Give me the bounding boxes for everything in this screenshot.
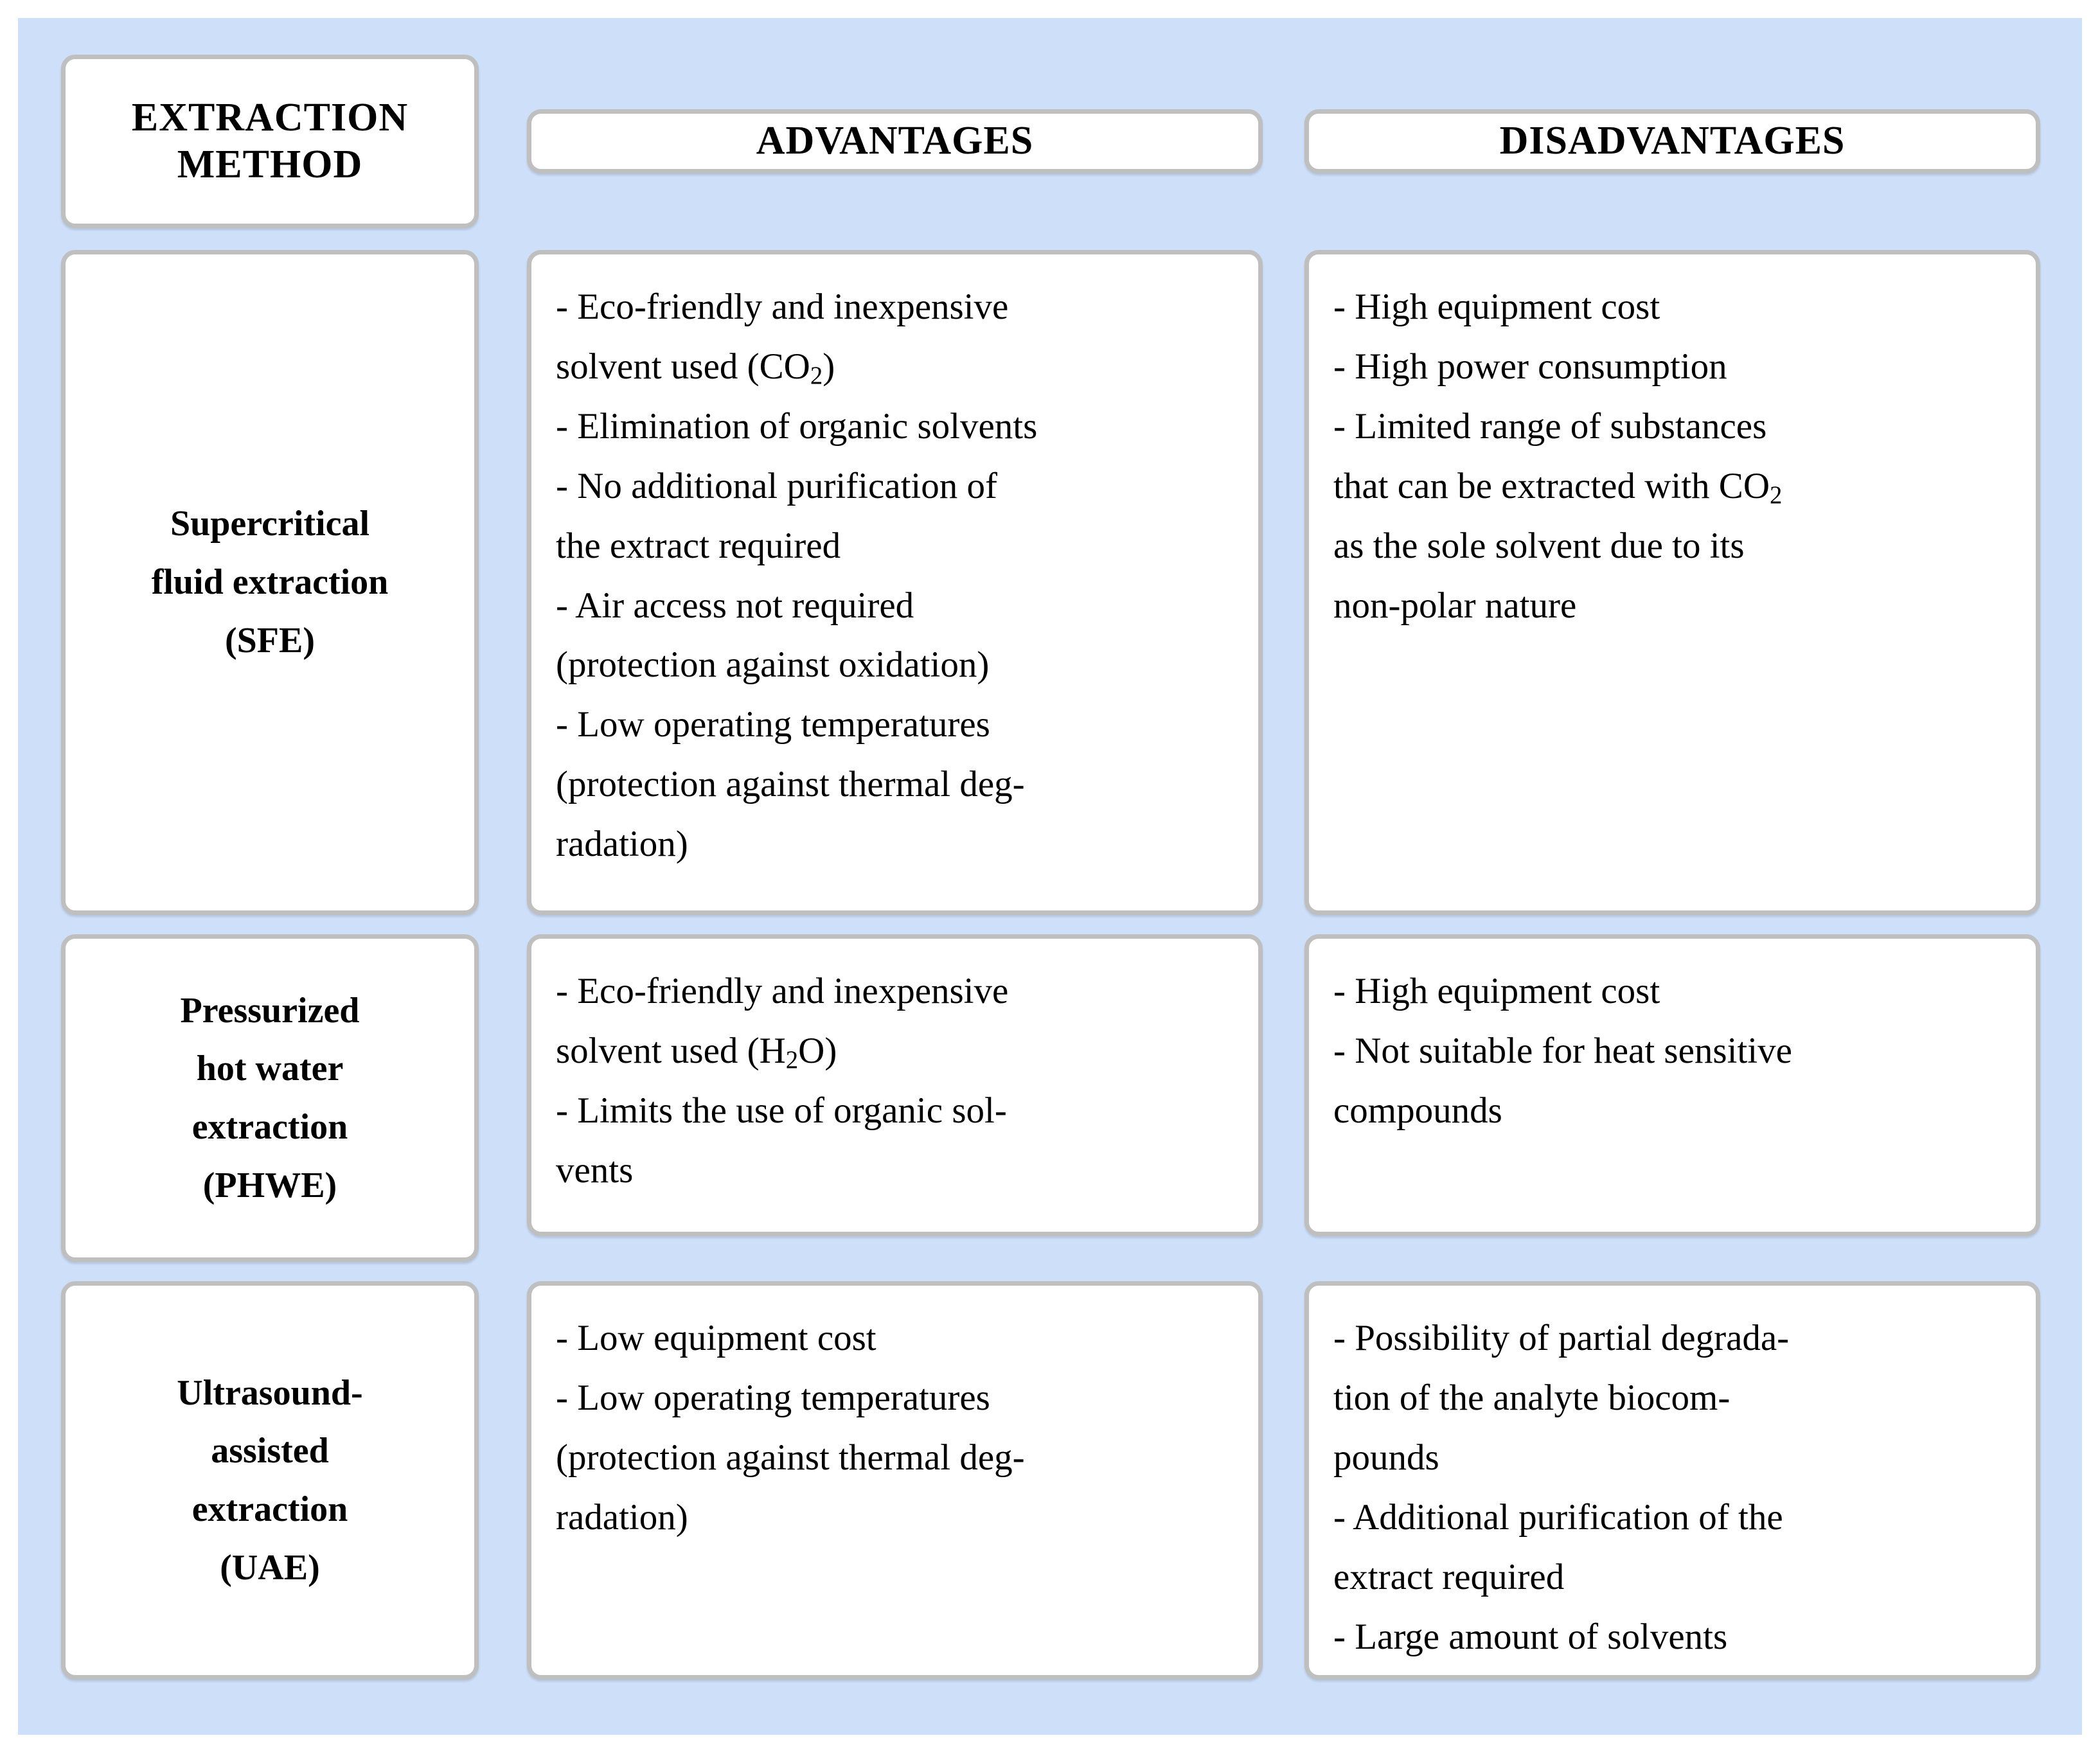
header-label-disadvantages: DISADVANTAGES: [1499, 119, 1846, 163]
bullet-line: (protection against thermal deg-: [556, 764, 1025, 805]
bullet-line: - Eco-friendly and inexpensive: [556, 287, 1009, 327]
bullet-line: solvent used (H2O): [556, 1030, 837, 1074]
bullet-line: compounds: [1333, 1090, 1502, 1131]
column-gap-2: [1263, 55, 1304, 228]
header-cell-disadvantages: DISADVANTAGES: [1304, 109, 2040, 173]
column-gap-1b: [479, 250, 527, 915]
bullet-line: the extract required: [556, 525, 841, 566]
row-gap-2: [61, 1262, 2040, 1281]
column-gap-2c: [1263, 934, 1304, 1262]
bullet-line: as the sole solvent due to its: [1333, 525, 1745, 566]
bullet-line: - High equipment cost: [1333, 971, 1660, 1011]
table-row-3-advantages-cell: - Low equipment cost - Low operating temp…: [527, 1281, 1263, 1680]
bullet-line: - High equipment cost: [1333, 287, 1660, 327]
bullet-line: (protection against oxidation): [556, 644, 990, 686]
table-row-1-disadvantages-cell: - High equipment cost - High power consum…: [1304, 250, 2040, 915]
bullet-line: - Additional purification of the: [1333, 1496, 1783, 1538]
header-cell-advantages: ADVANTAGES: [527, 109, 1263, 173]
column-gap-1: [479, 55, 527, 228]
bullet-line: - Low equipment cost: [556, 1318, 876, 1358]
bullet-line: vents: [556, 1149, 634, 1191]
row-gap-header: [61, 228, 2040, 250]
bullet-line: radation): [556, 1496, 688, 1538]
table-row-1-advantages-cell: - Eco-friendly and inexpensive solvent us…: [527, 250, 1263, 915]
bullet-line: non-polar nature: [1333, 585, 1577, 626]
column-gap-1d: [479, 1281, 527, 1680]
bullet-line: - No additional purification of: [556, 465, 997, 506]
bullet-line: - Eco-friendly and inexpensive: [556, 971, 1009, 1011]
column-gap-2d: [1263, 1281, 1304, 1680]
bullet-line: extract required: [1333, 1556, 1565, 1597]
table-row-3-disadvantages-cell: - Possibility of partial degrada-tion of…: [1304, 1281, 2040, 1680]
bullet-line: - Limited range of substances: [1333, 405, 1767, 447]
bullet-line: - Air access not required: [556, 585, 914, 626]
bullet-line: - Limits the use of organic sol-: [556, 1090, 1007, 1131]
bullet-line: - Not suitable for heat sensitive: [1333, 1030, 1792, 1071]
bullet-line: (protection against thermal deg-: [556, 1437, 1025, 1478]
bullet-line: - Low operating temperatures: [556, 1377, 990, 1418]
bullet-line: - Low operating temperatures: [556, 704, 990, 745]
column-gap-1c: [479, 934, 527, 1262]
bullet-line: - High power consumption: [1333, 346, 1727, 387]
bullet-line: that can be extracted with CO2: [1333, 465, 1783, 509]
bullet-line: - Possibility of partial degrada-: [1333, 1318, 1790, 1358]
table-row-2-disadvantages-cell: - High equipment cost - Not suitable for …: [1304, 934, 2040, 1236]
bullet-line: - Elimination of organic solvents: [556, 405, 1038, 447]
bullet-line: solvent used (CO2): [556, 346, 835, 389]
column-gap-2b: [1263, 250, 1304, 915]
table-row-2-advantages-cell: - Eco-friendly and inexpensive solvent us…: [527, 934, 1263, 1236]
bullet-line: radation): [556, 824, 688, 865]
header-label-advantages: ADVANTAGES: [756, 119, 1034, 163]
bullet-line: - Large amount of solvents: [1333, 1616, 1728, 1657]
bullet-line: tion of the analyte biocom-: [1333, 1377, 1731, 1418]
bullet-line: pounds: [1333, 1437, 1439, 1478]
row-gap-1: [61, 915, 2040, 934]
